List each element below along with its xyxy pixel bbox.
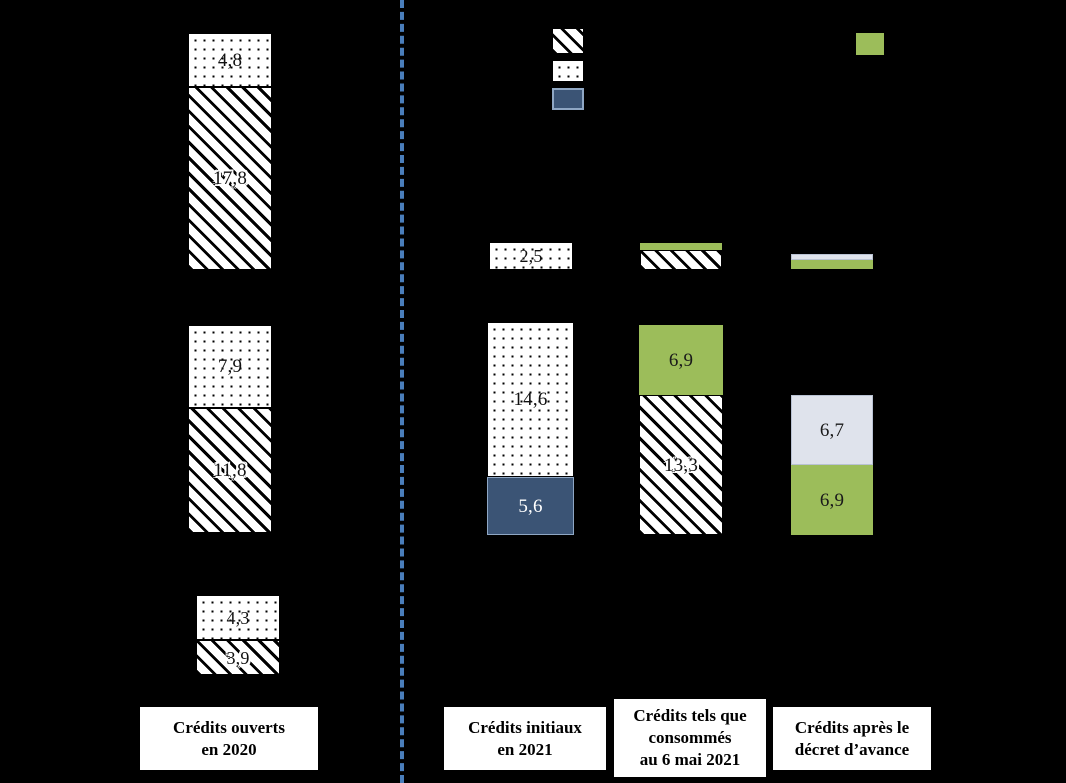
legend-swatch-hatch[interactable] bbox=[552, 28, 584, 54]
category-line: Crédits tels que bbox=[633, 706, 747, 726]
bar-segment-2021cons-top-hatch[interactable] bbox=[640, 250, 722, 270]
bar-segment-2021init-mid-navy[interactable]: 5,6 bbox=[487, 477, 574, 535]
category-label-credits-ouverts-2020: Crédits ouverts en 2020 bbox=[139, 706, 319, 771]
bar-value: 11,8 bbox=[213, 460, 247, 481]
vertical-dashed-separator bbox=[400, 0, 404, 783]
bar-value: 4,8 bbox=[217, 49, 243, 71]
category-line: Crédits après le bbox=[794, 717, 910, 737]
bar-value: 4,3 bbox=[226, 607, 250, 628]
legend-swatch-dot[interactable] bbox=[552, 60, 584, 82]
category-line: Crédits ouverts bbox=[173, 717, 285, 737]
category-line: en 2020 bbox=[201, 739, 257, 759]
bar-segment-2020-top-dot[interactable]: 4,8 bbox=[188, 33, 272, 87]
category-line: décret d’avance bbox=[794, 739, 910, 759]
category-line: au 6 mai 2021 bbox=[639, 749, 741, 769]
bar-segment-2021cons-mid-hatch[interactable]: 13,3 bbox=[639, 395, 723, 535]
bar-segment-2021init-top-dot[interactable]: 2,5 bbox=[489, 242, 573, 270]
bar-segment-2020-mid-hatch[interactable]: 11,8 bbox=[188, 408, 272, 533]
bar-value: 6,9 bbox=[668, 349, 694, 371]
bar-segment-2021decret-mid-green[interactable]: 6,9 bbox=[791, 465, 873, 535]
bar-value: 7,9 bbox=[217, 356, 243, 377]
bar-segment-2020-low-dot[interactable]: 4,3 bbox=[196, 595, 280, 640]
bar-segment-2020-mid-dot[interactable]: 7,9 bbox=[188, 325, 272, 408]
bar-segment-2021init-mid-dot[interactable]: 14,6 bbox=[487, 322, 574, 477]
category-label-credits-apres-decret: Crédits après le décret d’avance bbox=[772, 706, 932, 771]
bar-segment-2020-low-hatch[interactable]: 3,9 bbox=[196, 640, 280, 675]
bar-segment-2021decret-top-green[interactable] bbox=[791, 260, 873, 269]
bar-value: 17,8 bbox=[212, 168, 248, 189]
category-line: consommés bbox=[648, 728, 732, 748]
bar-segment-2021decret-mid-pale[interactable]: 6,7 bbox=[791, 395, 873, 465]
legend-swatch-green[interactable] bbox=[856, 33, 884, 55]
bar-segment-2021cons-mid-green[interactable]: 6,9 bbox=[639, 325, 723, 395]
bar-value: 5,6 bbox=[518, 495, 543, 517]
category-line: Crédits initiaux bbox=[468, 717, 582, 737]
category-line: en 2021 bbox=[497, 739, 553, 759]
bar-value: 6,7 bbox=[819, 419, 845, 441]
bar-value: 13,3 bbox=[663, 454, 699, 476]
bar-value: 14,6 bbox=[513, 389, 548, 410]
category-label-credits-consommes: Crédits tels que consommés au 6 mai 2021 bbox=[613, 698, 767, 778]
bar-segment-2021cons-top-green[interactable] bbox=[640, 243, 722, 250]
bar-value: 6,9 bbox=[819, 489, 845, 511]
bar-segment-2021decret-top-pale[interactable] bbox=[791, 254, 873, 260]
bar-value: 2,5 bbox=[519, 246, 543, 266]
legend-swatch-navy[interactable] bbox=[552, 88, 584, 110]
bar-segment-2020-top-hatch[interactable]: 17,8 bbox=[188, 87, 272, 270]
category-label-credits-initiaux-2021: Crédits initiaux en 2021 bbox=[443, 706, 607, 771]
bar-value: 3,9 bbox=[226, 647, 250, 668]
